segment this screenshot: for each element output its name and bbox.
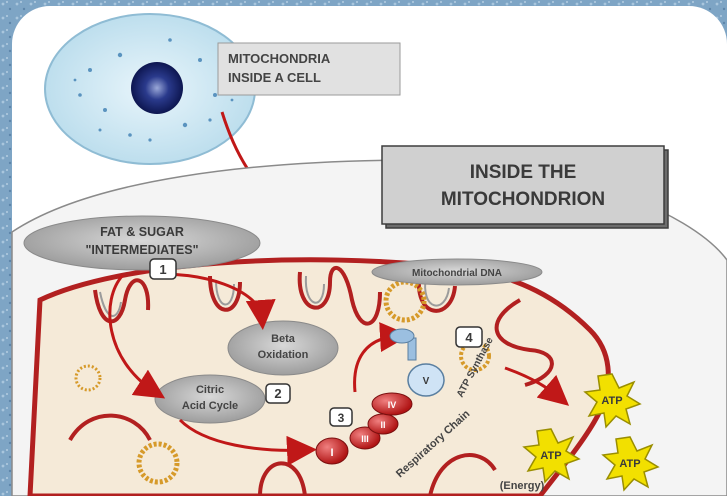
cell-label: MITOCHONDRIA INSIDE A CELL	[218, 43, 400, 95]
svg-text:3: 3	[338, 411, 345, 425]
fat-sugar-line1: FAT & SUGAR	[100, 225, 184, 239]
mito-dna-label: Mitochondrial DNA	[412, 268, 502, 279]
svg-text:2: 2	[274, 386, 281, 401]
cell-label-line1: MITOCHONDRIA	[228, 51, 331, 66]
step-1: 1	[150, 259, 176, 279]
step-2: 2	[266, 384, 290, 403]
svg-text:IV: IV	[388, 400, 397, 410]
svg-text:ATP: ATP	[619, 458, 640, 470]
svg-text:II: II	[380, 420, 385, 430]
citric-acid-bubble: Citric Acid Cycle	[155, 375, 265, 423]
beta-line2: Oxidation	[258, 349, 309, 361]
fat-sugar-line2: "INTERMEDIATES"	[85, 243, 198, 257]
energy-label: (Energy)	[500, 480, 545, 492]
beta-oxidation-bubble: Beta Oxidation	[228, 321, 338, 375]
title-box: INSIDE THE MITOCHONDRION	[382, 146, 668, 228]
svg-text:ATP: ATP	[601, 395, 622, 407]
svg-text:4: 4	[465, 330, 473, 345]
inner-membrane	[30, 260, 608, 496]
title-line1: INSIDE THE	[470, 162, 577, 183]
svg-text:1: 1	[159, 262, 166, 277]
svg-text:I: I	[330, 447, 333, 459]
step-4: 4	[456, 327, 482, 347]
svg-text:III: III	[361, 434, 369, 444]
citric-line2: Acid Cycle	[182, 400, 238, 412]
svg-text:ATP: ATP	[540, 450, 561, 462]
fat-sugar-bubble: FAT & SUGAR "INTERMEDIATES"	[24, 216, 260, 270]
cell-label-line2: INSIDE A CELL	[228, 70, 321, 85]
mito-dna-bubble: Mitochondrial DNA	[372, 259, 542, 285]
nucleus	[131, 62, 183, 114]
step-3: 3	[330, 408, 352, 426]
beta-line1: Beta	[271, 333, 296, 345]
citric-line1: Citric	[196, 384, 224, 396]
complex-v-label: V	[423, 376, 430, 387]
title-line2: MITOCHONDRION	[441, 189, 605, 210]
